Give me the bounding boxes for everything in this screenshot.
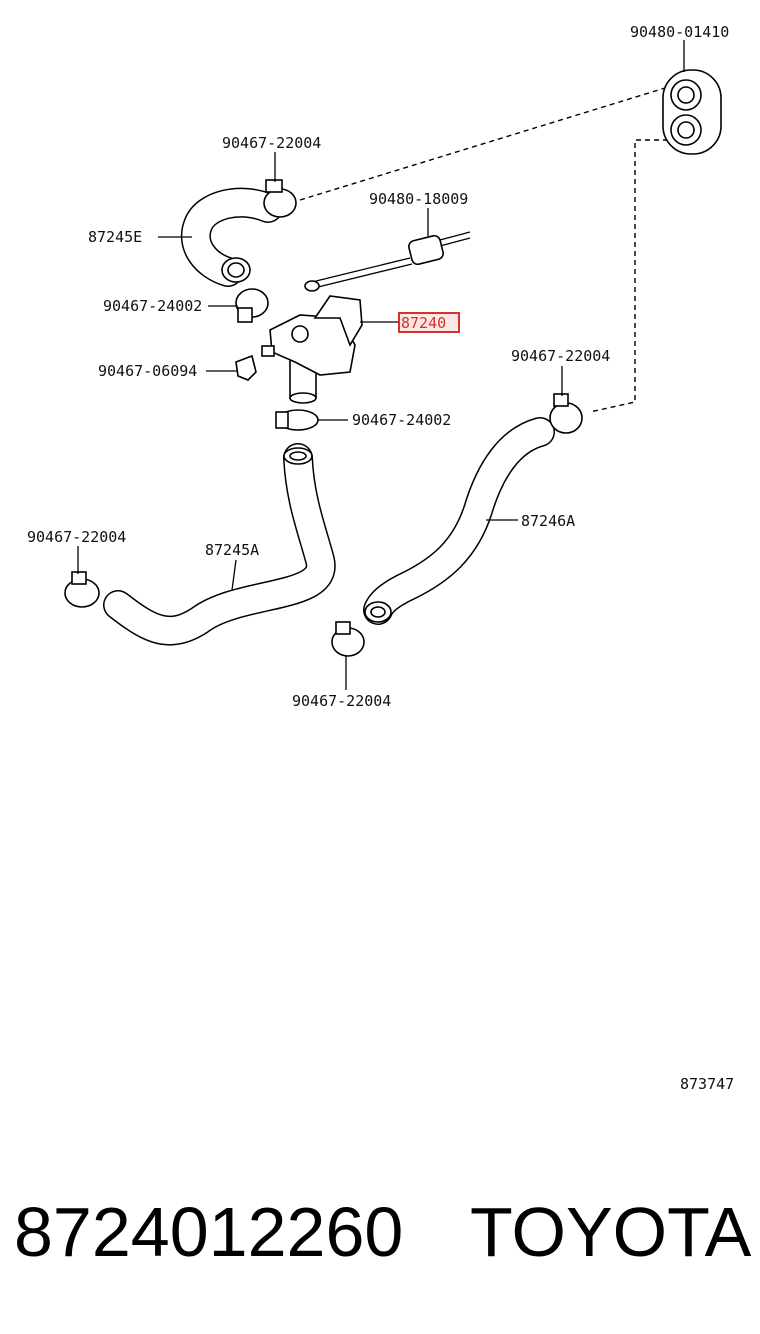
- water-valve-part: [261, 295, 363, 404]
- label-clamp-mid: 90467-24002: [352, 411, 451, 429]
- clamp-right-part: [549, 393, 583, 434]
- footer-brand: TOYOTA: [470, 1193, 752, 1271]
- footer-part-number: 8724012260: [14, 1193, 403, 1271]
- grommet-part: [662, 69, 722, 155]
- hose-87246a-part: [363, 417, 555, 625]
- label-cable: 90480-18009: [369, 190, 468, 208]
- dashed-line-grommet-to-right-clamp: [589, 139, 668, 413]
- label-clamp-left: 90467-22004: [27, 528, 126, 546]
- label-grommet: 90480-01410: [630, 23, 729, 41]
- clip-part: [235, 354, 257, 381]
- label-clamp-upper-left: 90467-24002: [103, 297, 202, 315]
- clamp-bottom-part: [331, 621, 365, 657]
- label-clamp-right: 90467-22004: [511, 347, 610, 365]
- highlight-box: [398, 312, 460, 333]
- cable-part: [304, 231, 471, 292]
- label-clamp-top: 90467-22004: [222, 134, 321, 152]
- clamp-left-part: [64, 571, 100, 608]
- label-clamp-bottom: 90467-22004: [292, 692, 391, 710]
- dashed-line-grommet-to-top-clamp: [299, 87, 666, 201]
- label-hose-87245e: 87245E: [88, 228, 142, 246]
- label-clip: 90467-06094: [98, 362, 197, 380]
- hose-87245a-part: [103, 443, 336, 646]
- hose-87245e-part: [180, 187, 283, 287]
- label-hose-87245a: 87245A: [205, 541, 259, 559]
- leader-hose-87245a: [231, 559, 237, 591]
- label-figure-code: 873747: [680, 1075, 734, 1093]
- label-valve: 87240: [401, 314, 446, 332]
- clamp-mid-part: [275, 409, 319, 431]
- clamp-upper-left-part: [235, 288, 269, 323]
- clamp-top-part: [263, 179, 297, 218]
- label-hose-87246a: 87246A: [521, 512, 575, 530]
